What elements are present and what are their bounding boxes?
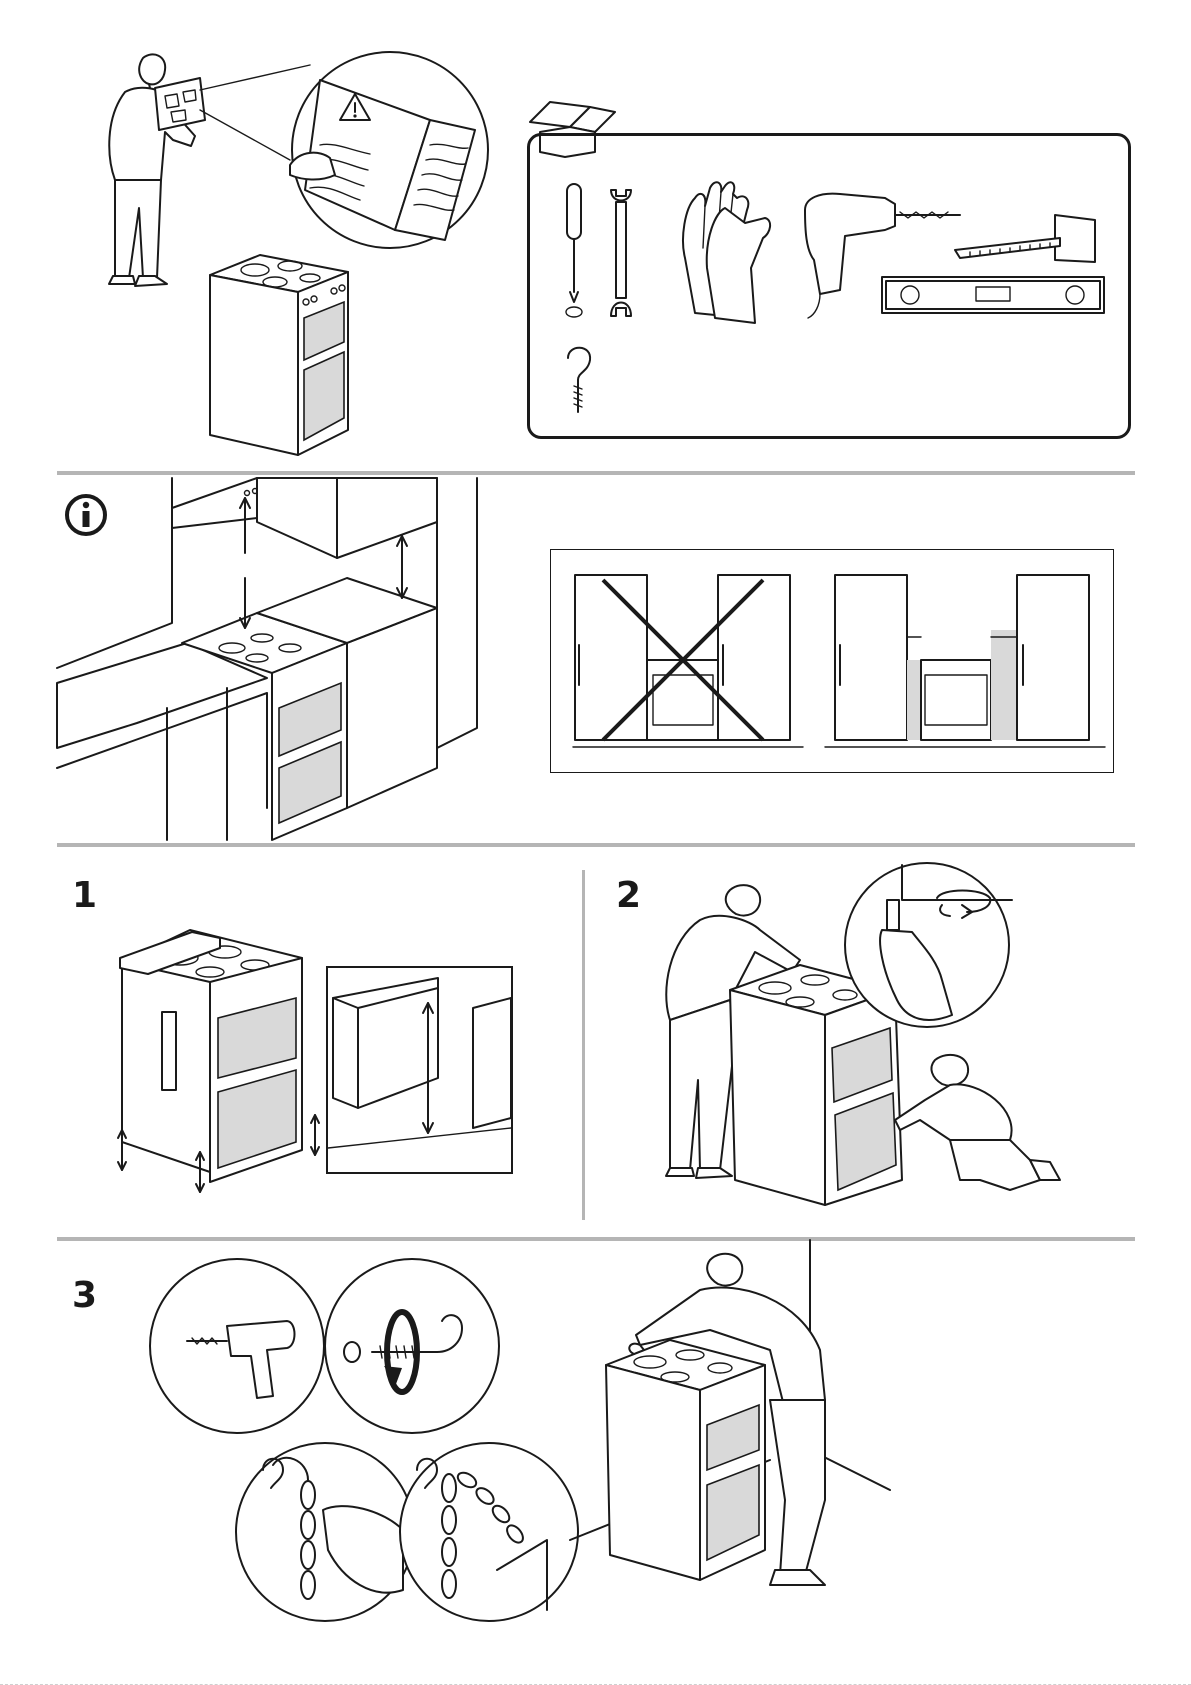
step-number-3: 3 bbox=[72, 1278, 97, 1314]
height-measure-illustration bbox=[328, 968, 511, 1172]
foot-adjust-zoom-circle bbox=[842, 860, 1012, 1030]
tape-measure-icon bbox=[950, 210, 1100, 270]
kitchen-clearance-illustration bbox=[57, 478, 517, 840]
hook-screw-icon bbox=[560, 340, 600, 420]
spanner-icon bbox=[606, 186, 636, 321]
chain-attach-zoom-circle bbox=[233, 1440, 418, 1625]
step-number-1: 1 bbox=[72, 878, 97, 914]
warning-triangle-icon bbox=[338, 92, 372, 122]
screwdriver-icon bbox=[560, 182, 590, 322]
correct-installation-illustration bbox=[825, 575, 1105, 755]
incorrect-installation-illustration bbox=[573, 575, 803, 755]
person-reading-manual-illustration bbox=[95, 48, 210, 298]
spirit-level-icon bbox=[880, 275, 1108, 317]
hook-insert-zoom-circle bbox=[322, 1256, 502, 1436]
step-number-2: 2 bbox=[616, 878, 641, 914]
cooker-leveling-illustration bbox=[110, 920, 310, 1200]
cooker-illustration-top bbox=[200, 250, 360, 460]
person-securing-cooker-illustration bbox=[570, 1240, 900, 1600]
section-divider-1 bbox=[57, 471, 1135, 475]
chain-hooked-zoom-circle bbox=[397, 1440, 582, 1625]
drill-zoom-circle bbox=[147, 1256, 327, 1436]
gloves-icon bbox=[675, 178, 775, 323]
manual-zoom-circle bbox=[280, 50, 500, 250]
section-divider-2 bbox=[57, 843, 1135, 847]
step-divider bbox=[582, 870, 585, 1220]
